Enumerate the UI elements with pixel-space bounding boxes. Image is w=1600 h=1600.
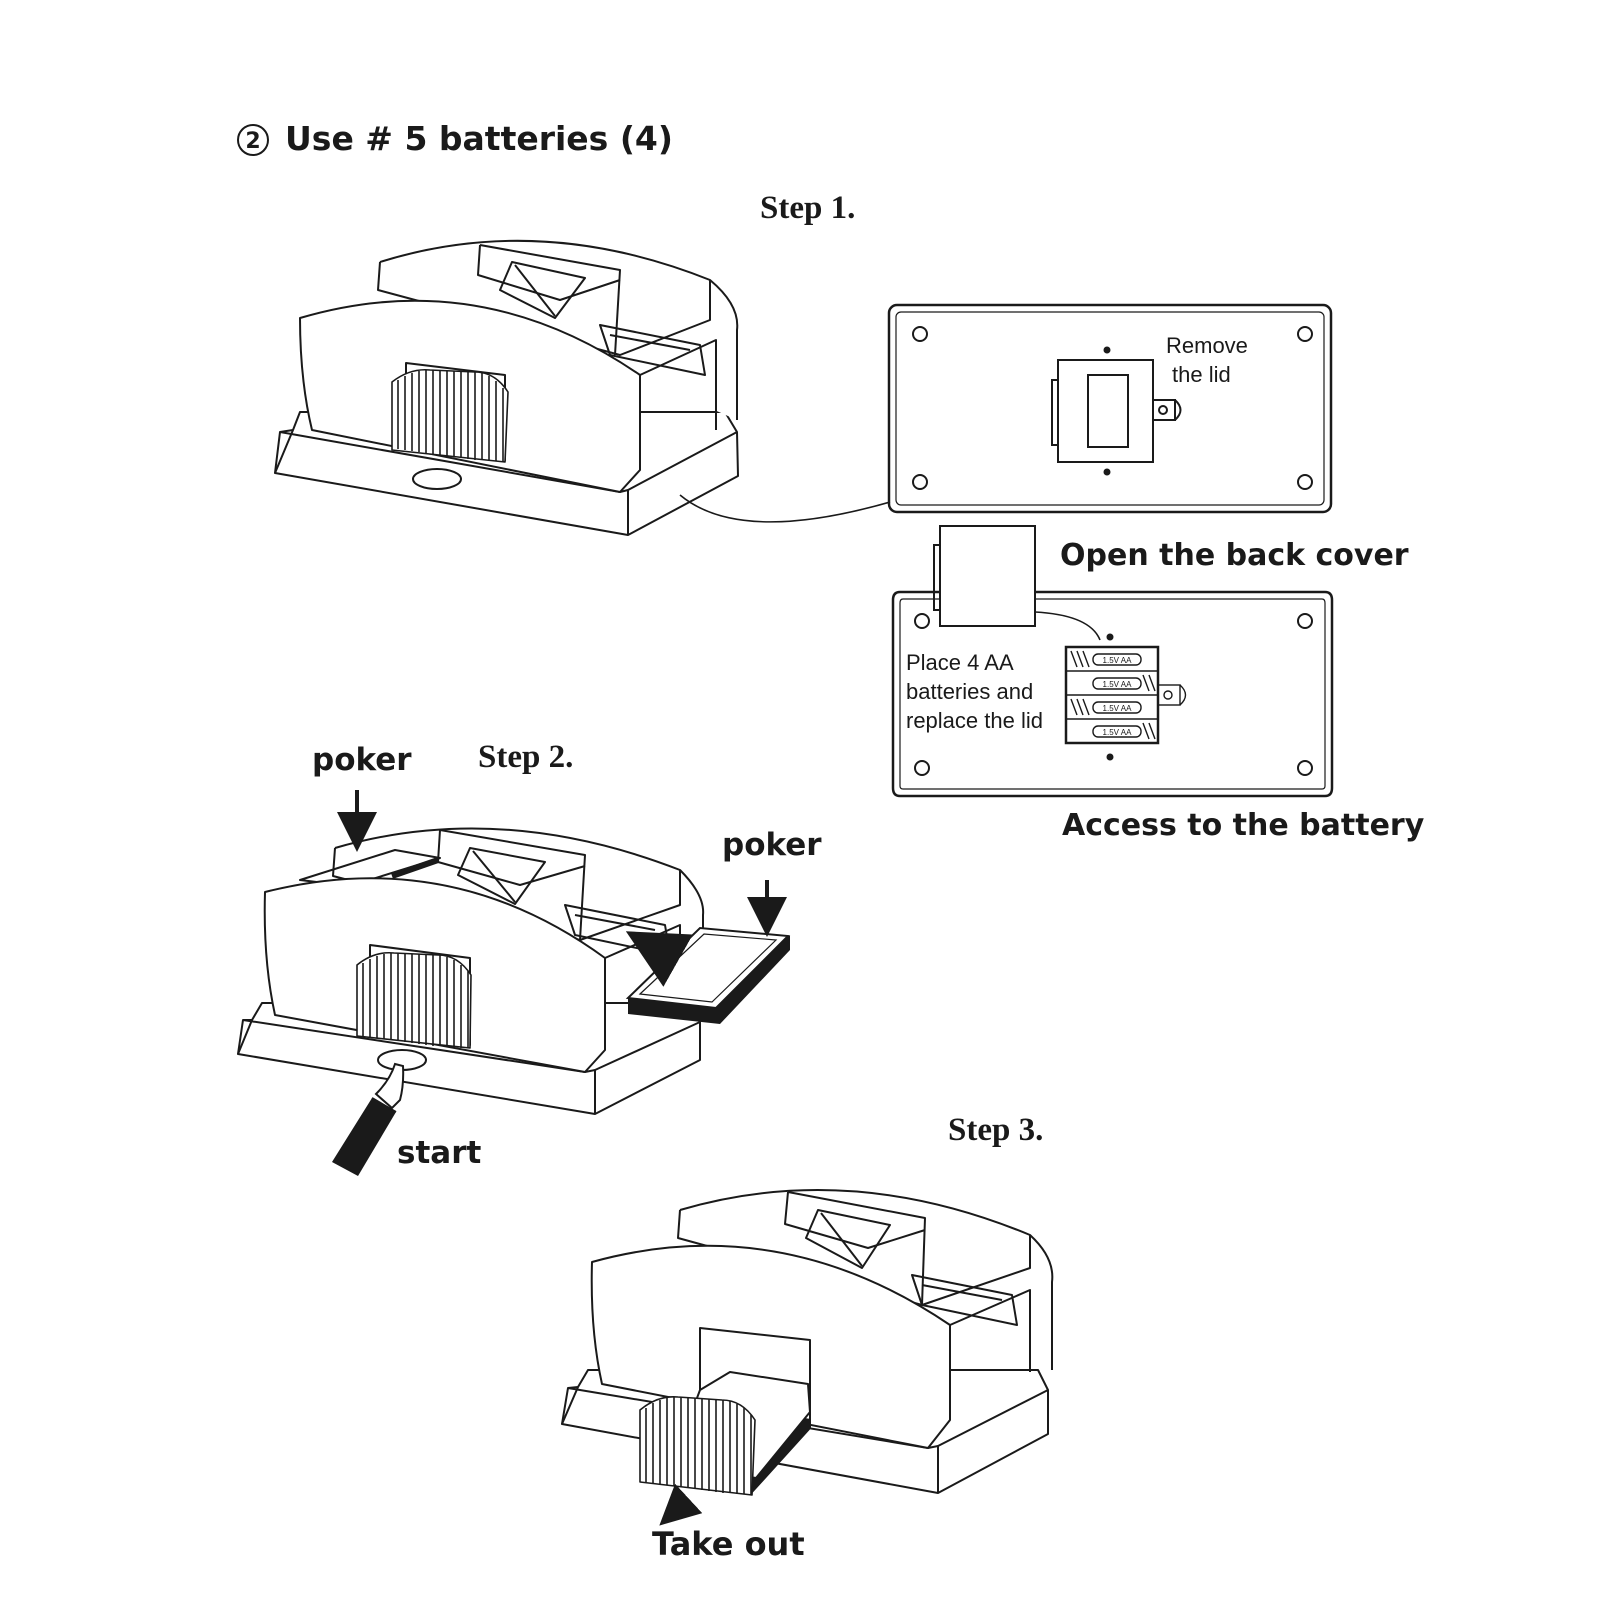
finger-press-start-icon (332, 1062, 405, 1176)
card-deck (625, 926, 791, 1024)
header: 2 Use # 5 batteries (4) (237, 119, 673, 158)
step-3-label: Step 3. (948, 1112, 1043, 1148)
remove-lid-line2: the lid (1172, 362, 1231, 387)
lid-connector (1034, 611, 1101, 641)
shuffled-cards-output (639, 1371, 811, 1496)
step-number: 2 (245, 129, 260, 154)
card-shuffler-step1 (274, 239, 739, 536)
battery-label-2: 1.5V AA (1103, 680, 1133, 689)
battery-label-1: 1.5V AA (1103, 656, 1133, 665)
caption-access-battery: Access to the battery (1062, 808, 1425, 843)
place-batteries-line2: batteries and (906, 679, 1033, 704)
caption-poker-left: poker (312, 742, 412, 778)
insert-arrow (625, 931, 693, 987)
caption-take-out: Take out (652, 1525, 805, 1563)
step-1-label: Step 1. (760, 190, 855, 226)
battery-label-3: 1.5V AA (1103, 704, 1133, 713)
card-shuffler-step2 (237, 827, 705, 1115)
battery-rows (1066, 650, 1187, 740)
battery-label-4: 1.5V AA (1103, 728, 1133, 737)
removed-lid (933, 525, 1036, 627)
remove-lid-line1: Remove (1166, 333, 1248, 358)
caption-open-back-cover: Open the back cover (1060, 538, 1409, 573)
caption-start: start (397, 1135, 481, 1171)
place-batteries-line1: Place 4 AA (906, 650, 1014, 675)
place-batteries-line3: replace the lid (906, 708, 1043, 733)
card-shuffler-step3 (561, 1189, 1054, 1494)
back-panel-top (887, 303, 1333, 514)
take-out-arrow (659, 1483, 703, 1526)
caption-poker-right: poker (722, 827, 822, 863)
connector-line (679, 494, 891, 523)
header-title: Use # 5 batteries (4) (285, 119, 673, 158)
battery-cell-labels: 1.5V AA 1.5V AA 1.5V AA 1.5V AA (1103, 656, 1133, 737)
step-2-label: Step 2. (478, 739, 573, 775)
step-number-circle (237, 124, 269, 156)
back-panel-bottom (891, 590, 1334, 798)
